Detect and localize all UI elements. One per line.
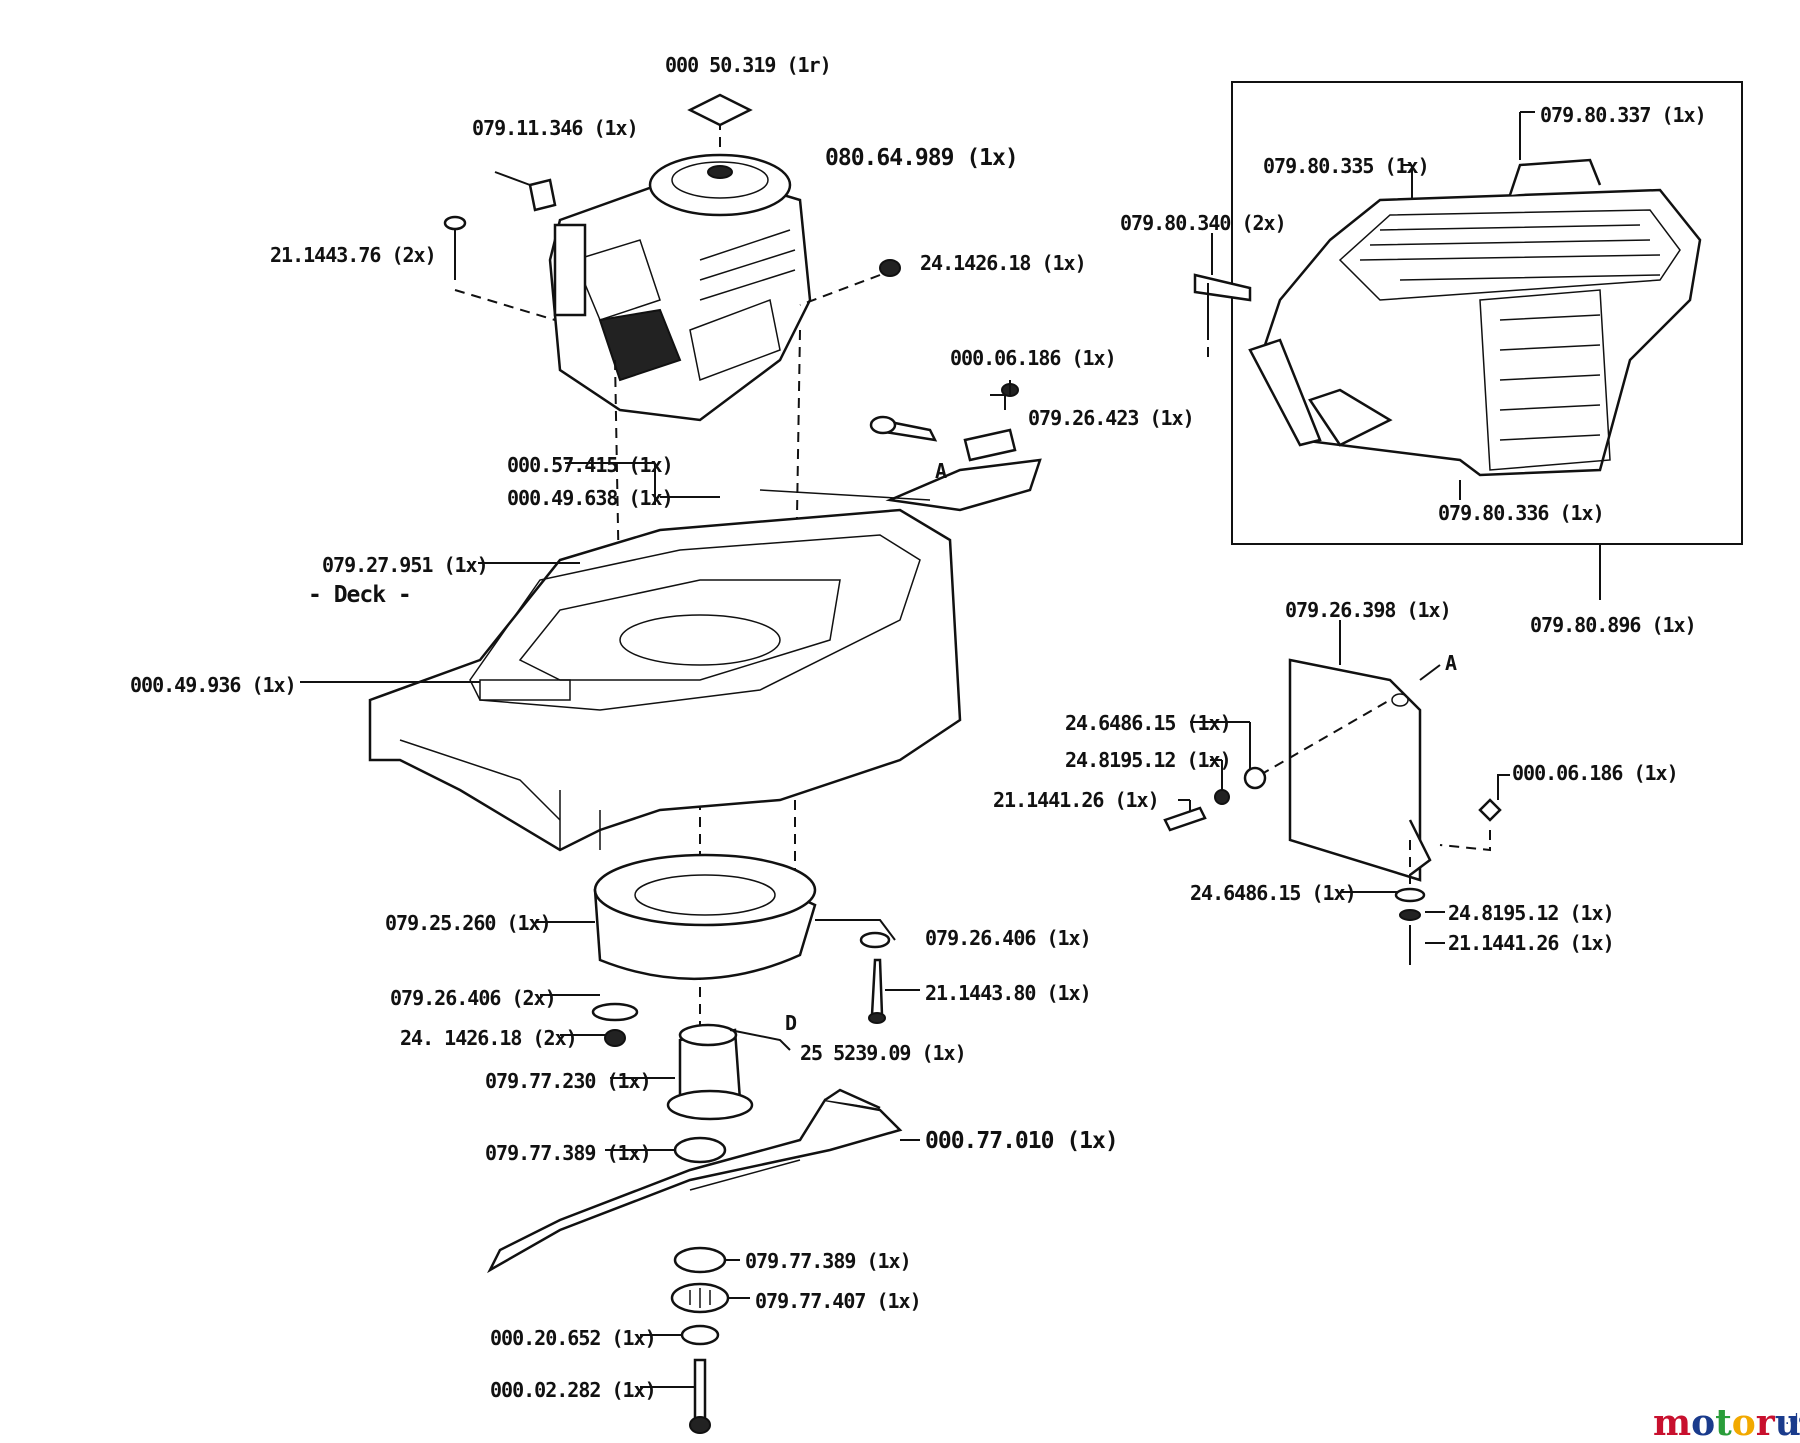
label-24-8195-12-b: 24.8195.12 (1x)	[1448, 901, 1614, 925]
label-000-57-415: 000.57.415 (1x)	[507, 453, 673, 477]
label-079-26-406-right: 079.26.406 (1x)	[925, 926, 1091, 950]
label-079-80-335: 079.80.335 (1x)	[1263, 154, 1429, 178]
side-flap	[1288, 658, 1432, 882]
label-24-8195-12-a: 24.8195.12 (1x)	[1065, 748, 1231, 772]
label-21-1443-80: 21.1443.80 (1x)	[925, 981, 1091, 1005]
label-24-6486-15-b: 24.6486.15 (1x)	[1190, 881, 1356, 905]
blade-adapter-ring	[593, 853, 817, 981]
label-079-77-389-a: 079.77.389 (1x)	[485, 1141, 651, 1165]
label-21-1441-26-b: 21.1441.26 (1x)	[1448, 931, 1614, 955]
label-000-50-319: 000 50.319 (1r)	[665, 53, 831, 77]
svg-text:.de: .de	[1785, 1412, 1800, 1428]
label-25-5239-09: 25 5239.09 (1x)	[800, 1041, 966, 1065]
label-000-02-282: 000.02.282 (1x)	[490, 1378, 656, 1402]
clip	[528, 178, 557, 212]
grass-bag	[1248, 158, 1702, 477]
label-000-77-010: 000.77.010 (1x)	[925, 1128, 1118, 1154]
label-079-27-951: 079.27.951 (1x)	[322, 553, 488, 577]
label-079-80-340: 079.80.340 (2x)	[1120, 211, 1286, 235]
label-079-80-336: 079.80.336 (1x)	[1438, 501, 1604, 525]
label-079-80-337: 079.80.337 (1x)	[1540, 103, 1706, 127]
label-079-26-423: 079.26.423 (1x)	[1028, 406, 1194, 430]
label-079-77-230: 079.77.230 (1x)	[485, 1069, 651, 1093]
label-079-77-407: 079.77.407 (1x)	[755, 1289, 921, 1313]
label-079-77-389-b: 079.77.389 (1x)	[745, 1249, 911, 1273]
label-21-144-376: 21.1443.76 (2x)	[270, 243, 436, 267]
watermark-letter: r	[1756, 1402, 1776, 1443]
watermark-logo: motoruf .de	[1653, 1402, 1800, 1443]
mark-D: D	[785, 1011, 797, 1035]
label-24-1426-18-left: 24. 1426.18 (2x)	[400, 1026, 577, 1050]
part-labels: 000 50.319 (1r) 079.11.346 (1x) 080.64.9…	[130, 53, 1707, 1402]
label-000-49-638: 000.49.638 (1x)	[507, 486, 673, 510]
label-080-64-989: 080.64.989 (1x)	[825, 145, 1018, 171]
watermark-letter: u	[1775, 1402, 1800, 1443]
watermark-letter: m	[1653, 1402, 1691, 1443]
engine	[548, 153, 812, 422]
mower-blade	[487, 1088, 903, 1274]
label-079-26-406-left: 079.26.406 (2x)	[390, 986, 556, 1010]
label-24-1426-18-top: 24.1426.18 (1x)	[920, 251, 1086, 275]
label-21-1441-26-a: 21.1441.26 (1x)	[993, 788, 1159, 812]
watermark-letter: o	[1732, 1402, 1756, 1443]
label-000-49-936: 000.49.936 (1x)	[130, 673, 296, 697]
label-079-26-398: 079.26.398 (1x)	[1285, 598, 1451, 622]
label-000-06-186-right: 000.06.186 (1x)	[1512, 761, 1678, 785]
deck-housing	[368, 458, 1042, 852]
label-deck: - Deck -	[308, 582, 411, 608]
svg-text:motoruf: motoruf	[1653, 1402, 1800, 1443]
label-000-06-186-top: 000.06.186 (1x)	[950, 346, 1116, 370]
mark-A-right: A	[1445, 651, 1457, 675]
mark-A-top: A	[935, 459, 947, 483]
label-079-25-260: 079.25.260 (1x)	[385, 911, 551, 935]
gasket	[687, 93, 753, 127]
label-24-6486-15-a: 24.6486.15 (1x)	[1065, 711, 1231, 735]
grass-bag-frame	[1231, 81, 1743, 545]
label-000-20-652: 000.20.652 (1x)	[490, 1326, 656, 1350]
watermark-letter: o	[1691, 1402, 1715, 1443]
label-079-11-346: 079.11.346 (1x)	[472, 116, 638, 140]
blade-adapter	[666, 1023, 754, 1121]
watermark-letter: t	[1715, 1402, 1732, 1443]
label-079-80-896: 079.80.896 (1x)	[1530, 613, 1696, 637]
